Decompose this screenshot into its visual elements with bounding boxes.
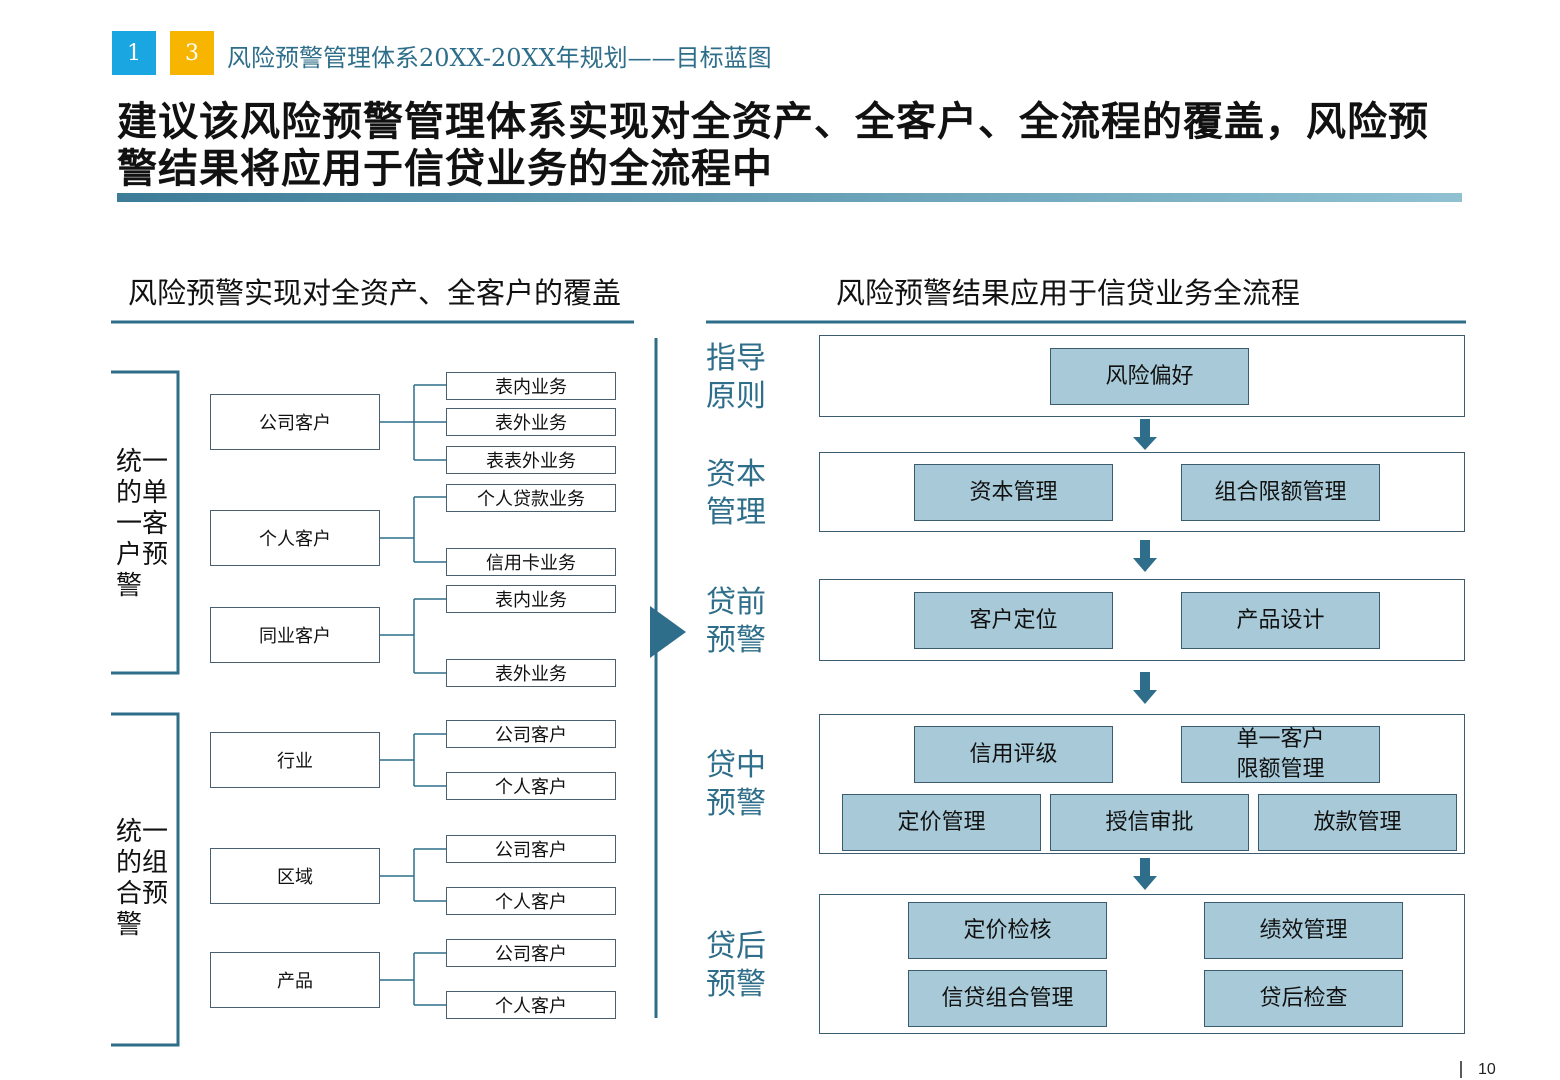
- box-single-customer-limit: 单一客户 限额管理: [1181, 726, 1380, 783]
- left-heading: 风险预警实现对全资产、全客户的覆盖: [128, 276, 622, 310]
- box-credit-rating: 信用评级: [914, 726, 1113, 783]
- child-box: 公司客户: [446, 939, 616, 967]
- box-post-loan-check: 贷后检查: [1204, 970, 1403, 1027]
- child-box: 表外业务: [446, 659, 616, 687]
- box-performance-management: 绩效管理: [1204, 902, 1403, 959]
- child-box: 表内业务: [446, 585, 616, 613]
- child-box: 表外业务: [446, 408, 616, 436]
- child-box: 个人客户: [446, 887, 616, 915]
- box-credit-portfolio-management: 信贷组合管理: [908, 970, 1107, 1027]
- header-title: 风险预警管理体系20XX-20XX年规划——目标蓝图: [227, 44, 772, 72]
- group2-bracket: [111, 712, 180, 1047]
- child-box: 个人客户: [446, 991, 616, 1019]
- stage-label-postloan: 贷后预警: [706, 929, 766, 1002]
- title-underline-bar: [117, 193, 1462, 202]
- main-title-line1: 建议该风险预警管理体系实现对全资产、全客户、全流程的覆盖，风险预: [117, 98, 1429, 145]
- box-product-design: 产品设计: [1181, 592, 1380, 649]
- flow-arrow: [650, 606, 686, 658]
- child-box: 公司客户: [446, 720, 616, 748]
- box-portfolio-limit: 组合限额管理: [1181, 464, 1380, 521]
- stage-label-preloan: 贷前预警: [706, 585, 766, 658]
- group1-label: 统一的单一客户预警: [116, 447, 169, 601]
- right-heading: 风险预警结果应用于信贷业务全流程: [836, 276, 1301, 310]
- box-credit-approval: 授信审批: [1050, 794, 1249, 851]
- main-title-line2: 警结果将应用于信贷业务的全流程中: [117, 145, 773, 192]
- child-box: 公司客户: [446, 835, 616, 863]
- child-box: 表内业务: [446, 372, 616, 400]
- box-risk-appetite: 风险偏好: [1050, 348, 1249, 405]
- box-pricing-review: 定价检核: [908, 902, 1107, 959]
- box-disbursement: 放款管理: [1258, 794, 1457, 851]
- box-customer-positioning: 客户定位: [914, 592, 1113, 649]
- parent-box-interbank: 同业客户: [210, 607, 380, 663]
- stage-label-guiding: 指导原则: [706, 341, 766, 414]
- parent-box-company: 公司客户: [210, 394, 380, 450]
- section-badge-3: 3: [170, 31, 214, 75]
- page-number: 10: [1478, 1061, 1496, 1078]
- parent-box-personal: 个人客户: [210, 510, 380, 566]
- child-box: 个人客户: [446, 772, 616, 800]
- parent-box-product: 产品: [210, 952, 380, 1008]
- child-box: 表表外业务: [446, 446, 616, 474]
- down-arrow-2: [1133, 540, 1157, 572]
- parent-box-region: 区域: [210, 848, 380, 904]
- box-capital-management: 资本管理: [914, 464, 1113, 521]
- child-box: 信用卡业务: [446, 548, 616, 576]
- section-badge-1: 1: [112, 31, 156, 75]
- group1-bracket: [111, 370, 180, 675]
- stage-label-capital: 资本管理: [706, 457, 766, 530]
- box-pricing-management: 定价管理: [842, 794, 1041, 851]
- down-arrow-4: [1133, 858, 1157, 890]
- group2-label: 统一的组合预警: [116, 817, 169, 940]
- down-arrow-1: [1133, 419, 1157, 450]
- parent-box-industry: 行业: [210, 732, 380, 788]
- stage-label-inloan: 贷中预警: [706, 748, 766, 821]
- down-arrow-3: [1133, 672, 1157, 704]
- child-box: 个人贷款业务: [446, 484, 616, 512]
